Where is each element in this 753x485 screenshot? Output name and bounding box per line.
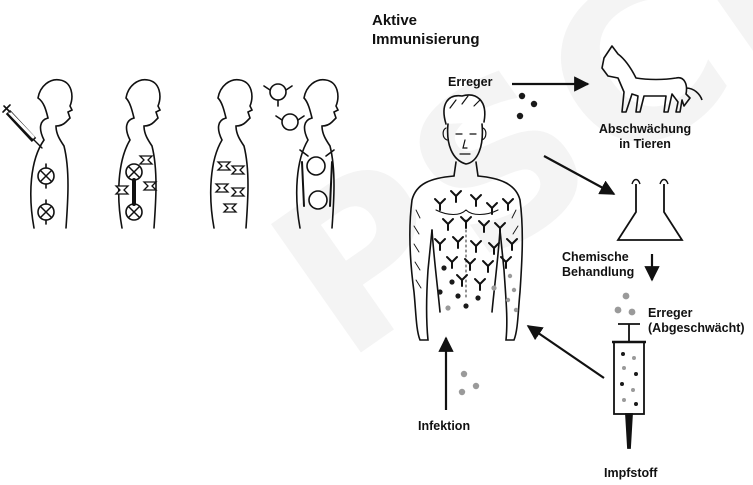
title-line-1: Aktive	[372, 11, 480, 30]
diagram-title: Aktive Immunisierung	[372, 11, 480, 49]
erreger-abgeschwaecht-line-2: (Abgeschwächt)	[648, 321, 745, 336]
human-figure	[410, 95, 522, 340]
syringe-icon	[3, 105, 42, 148]
title-line-2: Immunisierung	[372, 30, 480, 49]
vaccine-syringe-icon	[612, 324, 646, 448]
immune-response-sequence	[3, 80, 338, 228]
horse-icon	[602, 46, 702, 112]
erreger-abgeschwaecht-line-1: Erreger	[648, 306, 745, 321]
flask-icon	[618, 180, 682, 241]
weakened-particles	[615, 293, 636, 316]
erreger-particles	[517, 93, 537, 119]
chemische-line-1: Chemische	[562, 250, 634, 265]
label-impfstoff: Impfstoff	[604, 466, 657, 481]
abschwaechung-line-1: Abschwächung	[592, 122, 698, 137]
label-infektion: Infektion	[418, 419, 470, 434]
label-erreger: Erreger	[448, 75, 492, 90]
label-abschwaechung: Abschwächung in Tieren	[592, 122, 698, 152]
abschwaechung-line-2: in Tieren	[592, 137, 698, 152]
infection-particles	[459, 371, 479, 395]
label-chemische-behandlung: Chemische Behandlung	[562, 250, 634, 280]
label-erreger-abgeschwaecht: Erreger (Abgeschwächt)	[648, 306, 745, 336]
chemische-line-2: Behandlung	[562, 265, 634, 280]
